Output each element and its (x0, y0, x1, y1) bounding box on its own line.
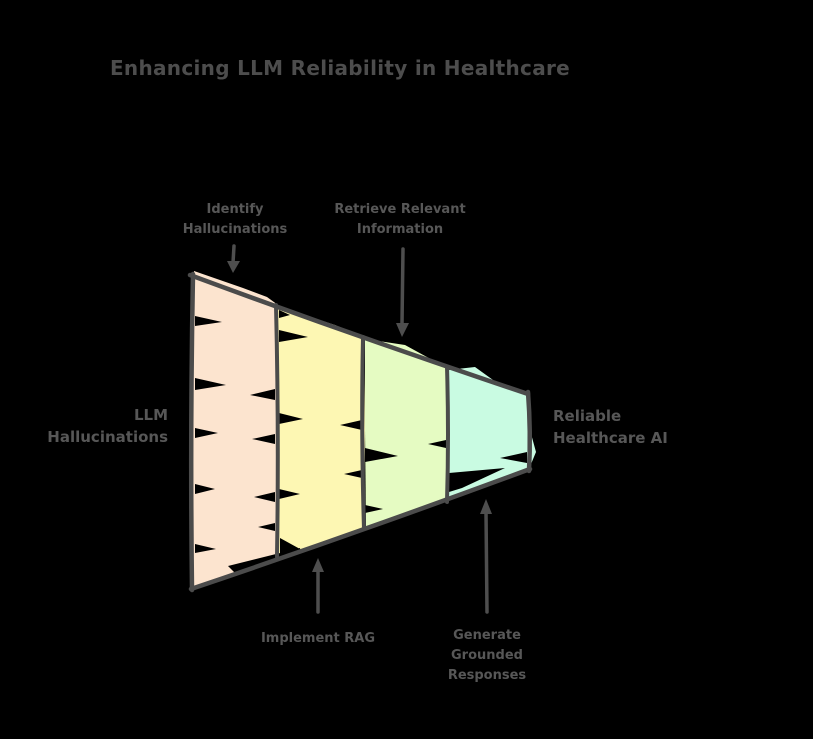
annotation-line: Grounded (451, 648, 523, 663)
annotation-line: Identify (206, 202, 264, 217)
arrow-shaft (400, 247, 405, 326)
annotation-implement-rag: Implement RAG (208, 629, 428, 649)
arrow-head (312, 558, 324, 572)
annotation-identify-hallucinations: Identify Hallucinations (125, 200, 345, 240)
annotation-line: Information (356, 222, 444, 237)
arrow-head (480, 499, 492, 514)
arrow-up-implement-icon (312, 558, 324, 614)
funnel-outline-right (525, 389, 533, 474)
arrow-head (227, 261, 240, 273)
funnel-input-label: LLM Hallucinations (28, 404, 168, 448)
annotation-line: Implement RAG (260, 631, 376, 646)
annotation-line: Responses (447, 668, 527, 683)
funnel-outline-left (188, 271, 196, 593)
arrow-shaft (231, 244, 236, 265)
arrow-shaft (484, 510, 489, 614)
diagram-title: Enhancing LLM Reliability in Healthcare (109, 56, 571, 80)
funnel-outline-bottom (188, 466, 533, 592)
arrow-down-identify-icon (227, 244, 240, 273)
annotation-generate-grounded-responses: Generate Grounded Responses (377, 626, 597, 686)
annotation-line: Hallucinations (182, 222, 288, 237)
funnel-divider-2 (360, 335, 366, 531)
arrow-down-retrieve-icon (396, 247, 409, 337)
funnel-outline-top (187, 272, 531, 397)
label-line: LLM (133, 406, 168, 424)
funnel-divider-1 (274, 303, 280, 559)
label-line: Reliable (553, 407, 622, 425)
funnel-divider-3 (445, 365, 450, 504)
label-line: Healthcare AI (553, 429, 668, 447)
label-line: Hallucinations (47, 428, 168, 446)
annotation-line: Retrieve Relevant (334, 202, 466, 217)
annotation-line: Generate (453, 628, 521, 643)
annotation-retrieve-relevant-information: Retrieve Relevant Information (290, 200, 510, 240)
funnel-stage-generate-responses (448, 367, 536, 500)
funnel-stage-retrieve-information (365, 339, 448, 529)
funnel-stage-identify-hallucinations (192, 271, 279, 589)
funnel-stage-implement-rag (276, 306, 365, 557)
funnel-output-label: Reliable Healthcare AI (553, 405, 733, 449)
arrow-up-generate-icon (480, 499, 492, 614)
arrow-head (396, 323, 409, 337)
